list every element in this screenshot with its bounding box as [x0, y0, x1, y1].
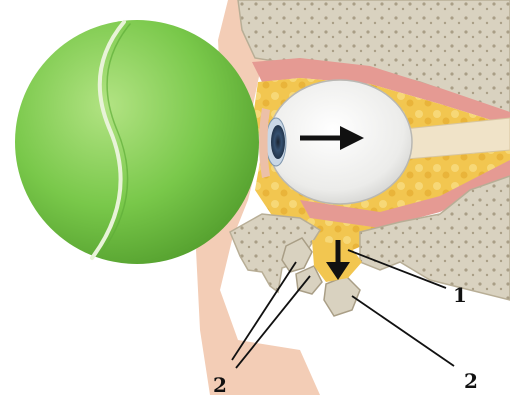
label-2-left: 2 — [213, 373, 227, 397]
label-1: 1 — [453, 283, 467, 307]
label-2-right: 2 — [464, 369, 478, 393]
bone-fragment-right — [324, 276, 360, 316]
tennis-ball-icon — [15, 20, 259, 264]
iris — [271, 125, 285, 159]
leader-line-2-right — [352, 296, 454, 366]
